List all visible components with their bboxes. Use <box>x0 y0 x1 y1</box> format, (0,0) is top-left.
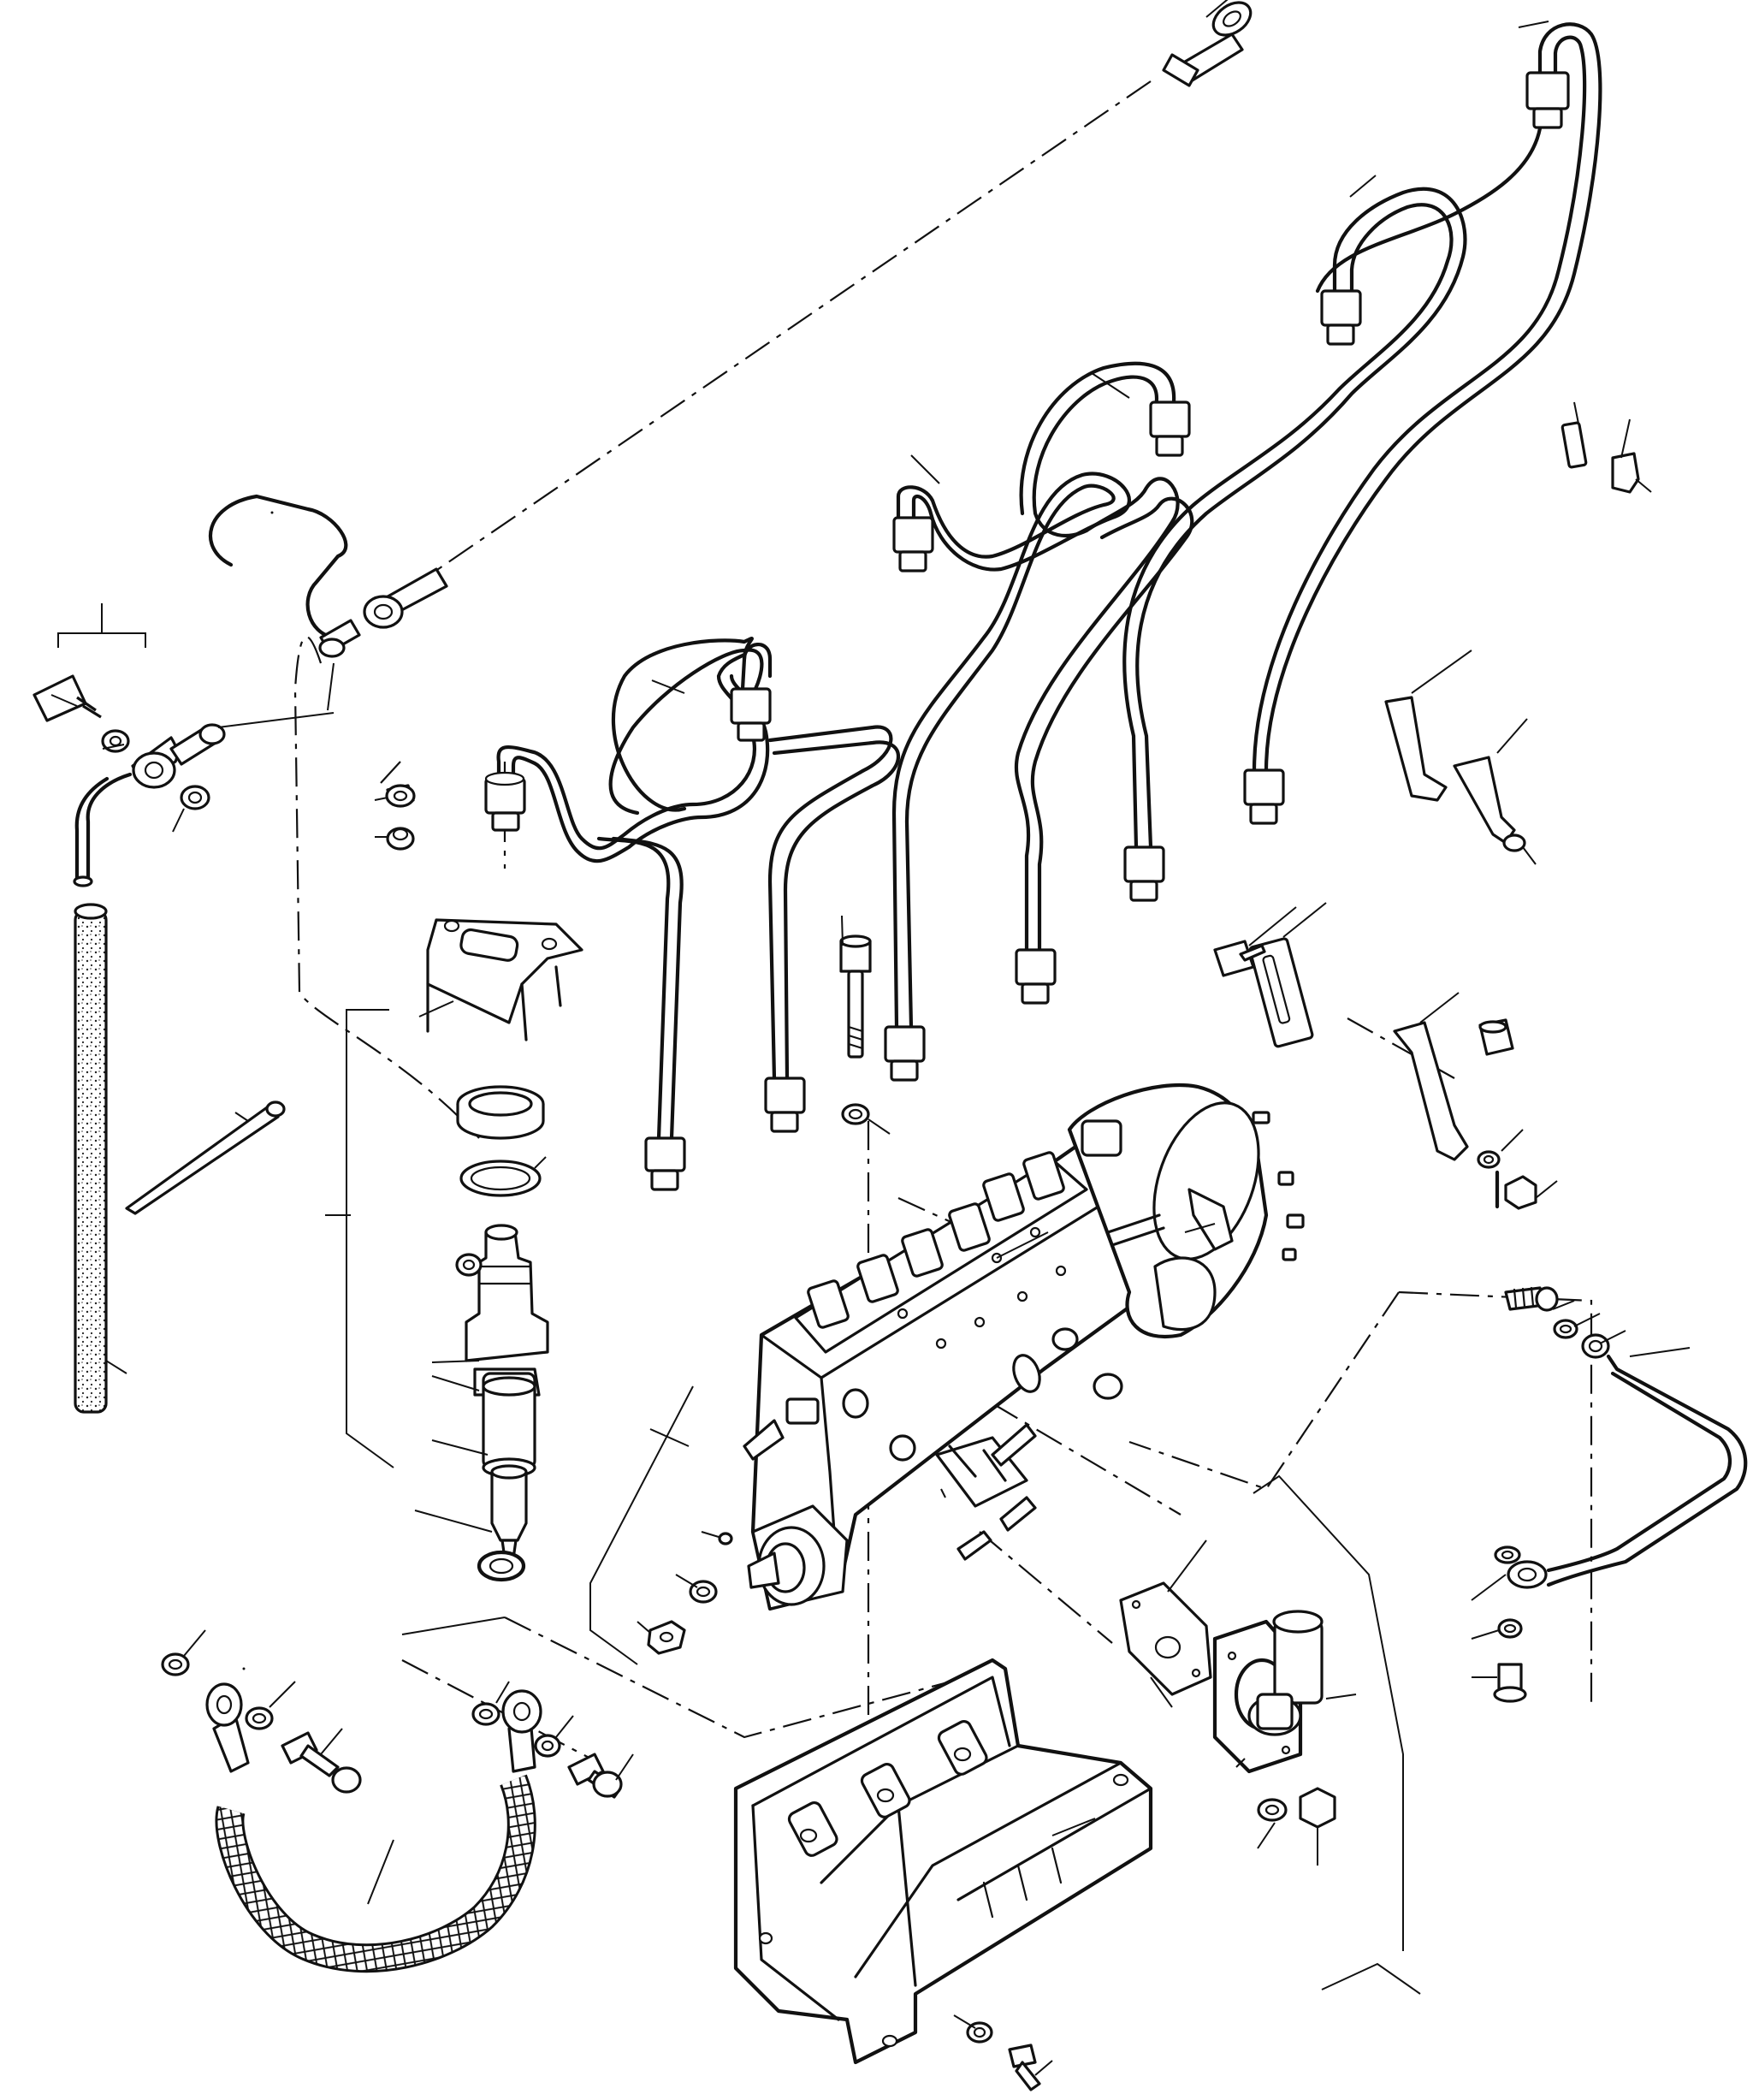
injection-pipe-1 <box>484 652 770 863</box>
long-stippled-rod <box>74 903 127 1414</box>
injection-pipe-4 <box>884 454 1131 1082</box>
print-speck <box>242 1667 246 1670</box>
pump-small-hardware <box>637 1531 733 1655</box>
injection-pipes <box>484 21 1602 1209</box>
mounting-plate-studs <box>935 1423 1037 1561</box>
long-bolt <box>839 915 891 1135</box>
injection-pump <box>589 1083 1305 1665</box>
leak-off-line <box>208 494 448 711</box>
pump-mounting-bracket <box>733 1658 1153 2091</box>
injection-pipe-6 <box>1122 175 1500 1209</box>
gasket-and-feed-pump <box>1119 1474 1421 1995</box>
top-banjo-bolt <box>1162 0 1253 87</box>
right-oil-feed-line <box>1471 1286 1748 1703</box>
print-speck <box>270 511 274 514</box>
injection-pipe-7 <box>1243 21 1602 825</box>
braided-hose <box>161 1617 634 1973</box>
delivery-valve-holders <box>807 1151 1065 1329</box>
right-brackets <box>1213 401 1652 1210</box>
injection-pipe-5 <box>1014 361 1194 1005</box>
long-pin <box>125 1100 286 1215</box>
injection-pipe-3 <box>596 725 901 1191</box>
injector-stack <box>325 784 583 1582</box>
centerlines <box>293 80 1593 2037</box>
injection-pipe-2 <box>608 637 773 816</box>
tee-fitting-group <box>33 603 335 887</box>
